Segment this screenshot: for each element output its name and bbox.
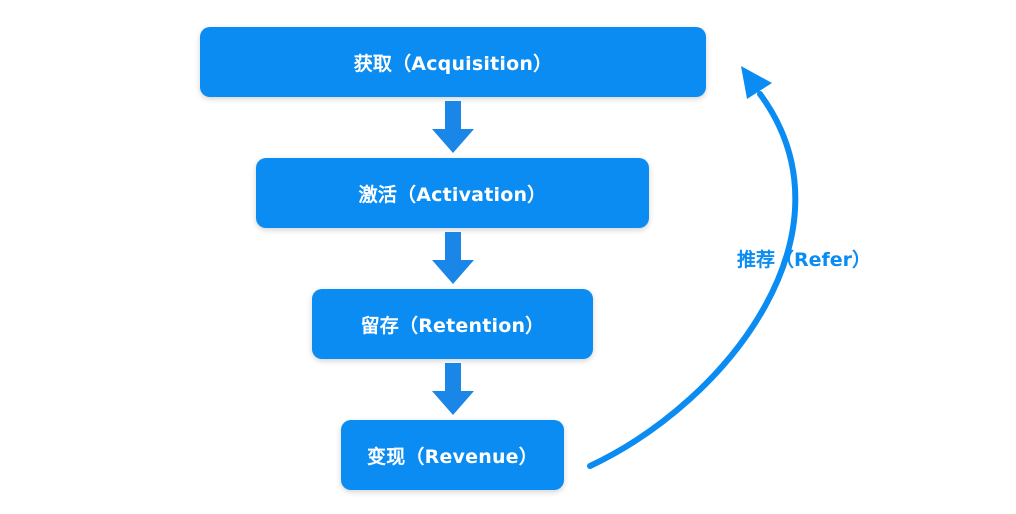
- down-arrow-icon: [432, 101, 474, 153]
- step-revenue-label: 变现（Revenue）: [367, 445, 538, 468]
- step-revenue: 变现（Revenue）: [341, 420, 564, 490]
- step-activation-label: 激活（Activation）: [358, 183, 547, 206]
- refer-label: 推荐（Refer）: [737, 249, 872, 271]
- refer-curve-line: [587, 91, 799, 469]
- down-arrow-icon: [432, 232, 474, 284]
- step-retention-label: 留存（Retention）: [360, 314, 545, 337]
- refer-arrowhead-icon: [741, 66, 772, 99]
- step-activation: 激活（Activation）: [256, 158, 649, 228]
- step-acquisition-label: 获取（Acquisition）: [353, 52, 553, 75]
- step-acquisition: 获取（Acquisition）: [200, 27, 706, 97]
- down-arrow-icon: [432, 363, 474, 415]
- step-retention: 留存（Retention）: [312, 289, 593, 359]
